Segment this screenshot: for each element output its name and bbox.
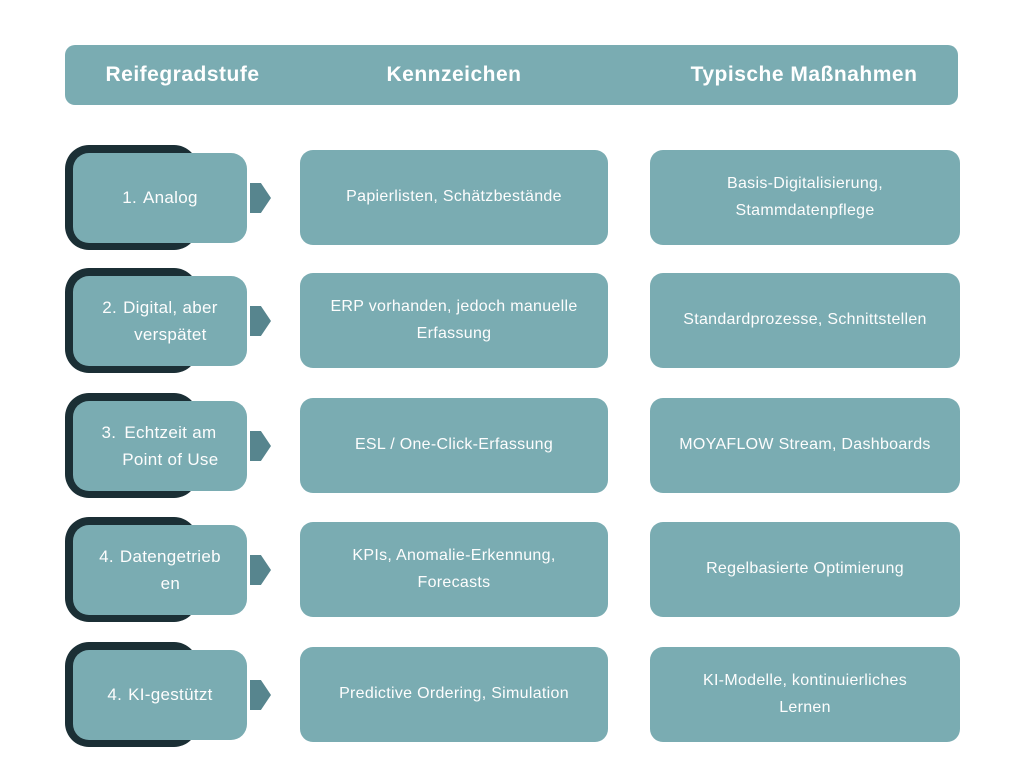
stage-label: KI-gestützt [128, 685, 213, 705]
stage-number: 4. [107, 685, 123, 705]
massnahmen-cell: Basis-Digitalisierung, Stammdatenpflege [650, 150, 960, 245]
massnahmen-cell: MOYAFLOW Stream, Dashboards [650, 398, 960, 493]
stage-label-group: 2. Digital, aber verspätet [102, 294, 217, 348]
kennzeichen-cell: Papierlisten, Schätzbestände [300, 150, 608, 245]
stage-number: 2. [102, 297, 118, 317]
table-row: 4. Datengetrieb en KPIs, Anomalie-Erkenn… [65, 517, 960, 622]
column-header-massnahmen: Typische Maßnahmen [690, 63, 918, 86]
massnahmen-cell: Standardprozesse, Schnittstellen [650, 273, 960, 368]
table-row: 3. Echtzeit am Point of Use ESL / One-Cl… [65, 393, 960, 498]
kennzeichen-cell: ERP vorhanden, jedoch manuelle Erfassung [300, 273, 608, 368]
stage-number: 4. [99, 546, 114, 566]
header-bar: Reifegradstufe Kennzeichen Typische Maßn… [65, 45, 958, 105]
kennzeichen-cell: ESL / One-Click-Erfassung [300, 398, 608, 493]
stage-label-group: 3. Echtzeit am Point of Use [102, 419, 219, 473]
stage-label-group: 1. Analog [122, 184, 198, 211]
stage-box: 4. Datengetrieb en [73, 525, 247, 615]
stage-box: 3. Echtzeit am Point of Use [73, 401, 247, 491]
kennzeichen-cell: KPIs, Anomalie-Erkennung, Forecasts [300, 522, 608, 617]
stage-label: Analog [143, 188, 198, 208]
stage-label: Datengetrieb en [119, 546, 221, 593]
stage-box: 2. Digital, aber verspätet [73, 276, 247, 366]
stage-box: 1. Analog [73, 153, 247, 243]
table-row: 1. Analog Papierlisten, Schätzbestände B… [65, 145, 960, 250]
stage-number: 3. [101, 422, 117, 442]
stage-label: Digital, aber verspätet [123, 297, 218, 344]
table-row: 4. KI-gestützt Predictive Ordering, Simu… [65, 642, 960, 747]
stage-number: 1. [122, 188, 138, 208]
arrow-right-icon [250, 431, 271, 461]
column-header-kennzeichen: Kennzeichen [386, 63, 522, 86]
stage-label: Echtzeit am Point of Use [122, 422, 219, 469]
stage-box: 4. KI-gestützt [73, 650, 247, 740]
column-header-reifegradstufe: Reifegradstufe [105, 63, 260, 86]
massnahmen-cell: KI-Modelle, kontinuierliches Lernen [650, 647, 960, 742]
arrow-right-icon [250, 183, 271, 213]
arrow-right-icon [250, 680, 271, 710]
table-row: 2. Digital, aber verspätet ERP vorhanden… [65, 268, 960, 373]
kennzeichen-cell: Predictive Ordering, Simulation [300, 647, 608, 742]
massnahmen-cell: Regelbasierte Optimierung [650, 522, 960, 617]
stage-label-group: 4. KI-gestützt [107, 681, 212, 708]
stage-label-group: 4. Datengetrieb en [99, 543, 221, 597]
arrow-right-icon [250, 306, 271, 336]
arrow-right-icon [250, 555, 271, 585]
